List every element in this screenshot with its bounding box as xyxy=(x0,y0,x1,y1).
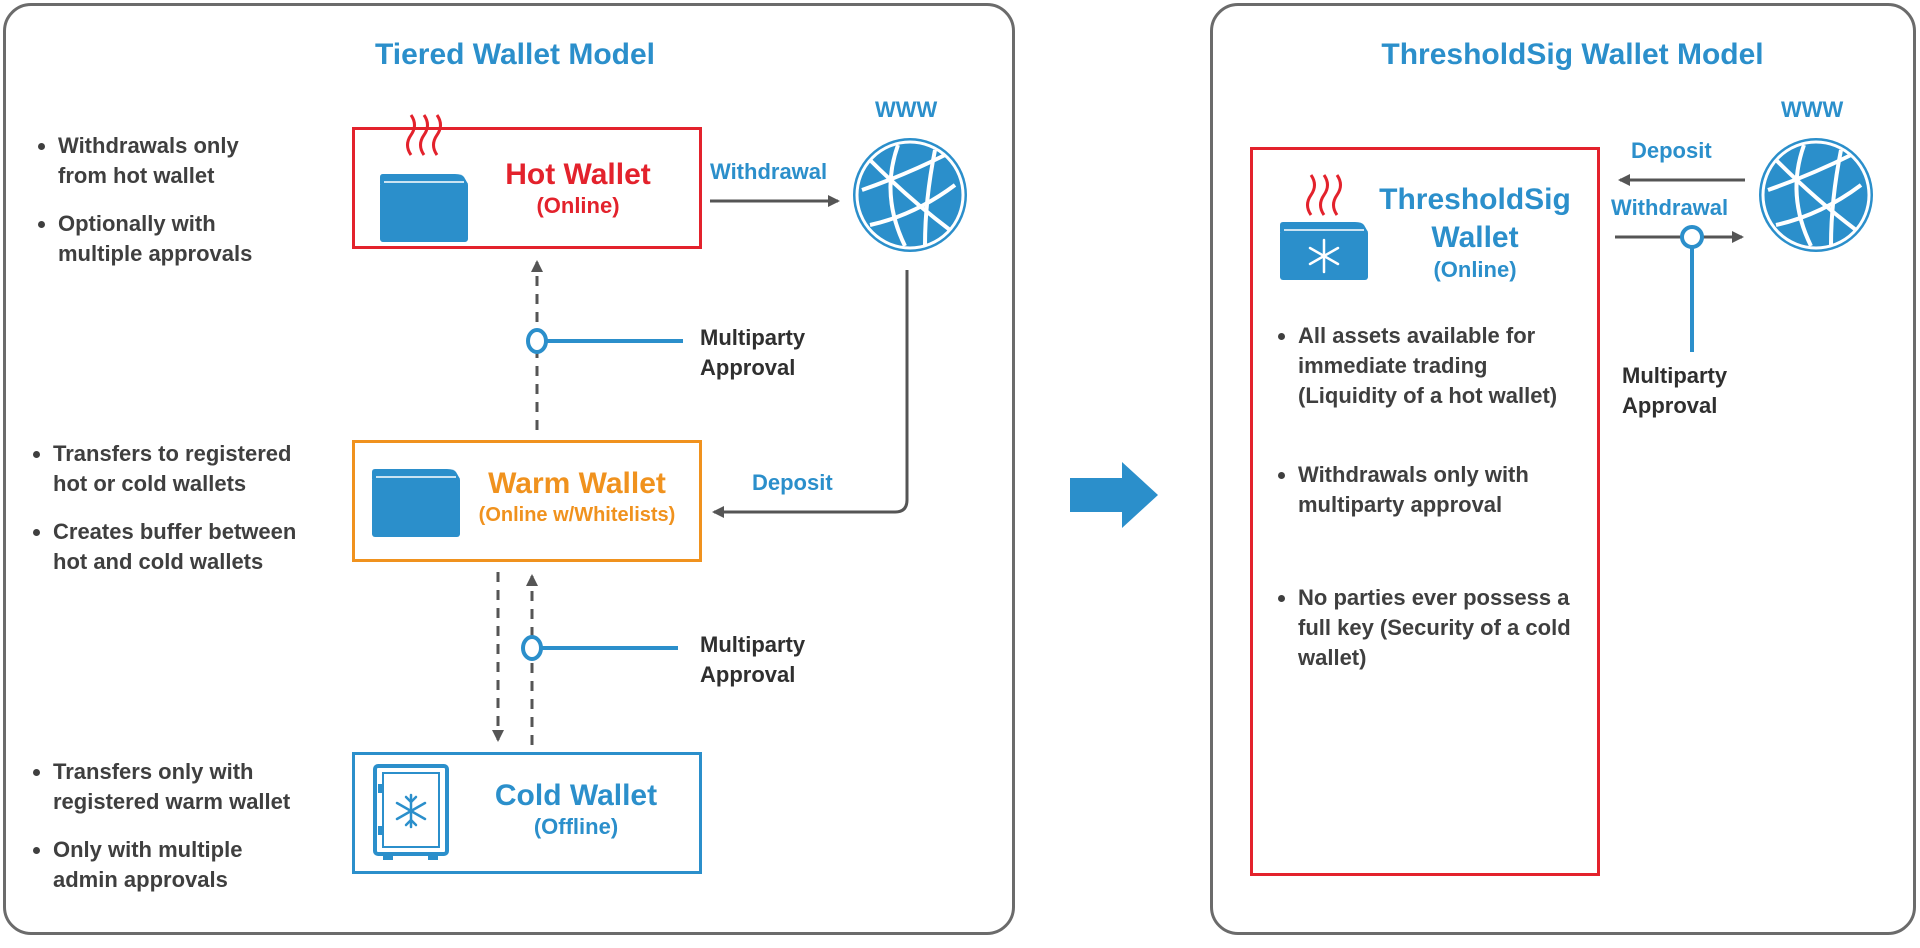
threshold-deposit-label: Deposit xyxy=(1631,138,1712,163)
threshold-withdrawal-label: Withdrawal xyxy=(1611,195,1729,220)
globe-icon xyxy=(1759,138,1873,252)
deposit-arrow xyxy=(712,270,909,518)
thresholdsig-wallet-sub: (Online) xyxy=(1433,257,1517,282)
multiparty-approval-label: Multiparty Approval xyxy=(1622,361,1727,421)
thresholdsig-wallet-title2: Wallet xyxy=(1431,221,1519,254)
thresholdsig-wallet-title1: ThresholdSig xyxy=(1379,183,1571,216)
approval-line1: Multiparty xyxy=(700,632,806,657)
warm-wallet-title: Warm Wallet xyxy=(488,467,666,500)
warm-wallet-name: Warm Wallet (Online w/Whitelists) xyxy=(462,467,692,529)
warm-wallet-sub: (Online w/Whitelists) xyxy=(478,504,676,526)
arrow-right-icon xyxy=(1070,462,1158,528)
approval-line2: Approval xyxy=(700,662,796,687)
withdrawal-label: Withdrawal xyxy=(710,159,828,184)
www-label: WWW xyxy=(875,97,938,122)
approval-line1: Multiparty xyxy=(700,325,806,350)
cold-wallet-name: Cold Wallet (Offline) xyxy=(476,779,676,841)
folder-steam-snowflake-icon xyxy=(1280,174,1368,280)
tiered-title: Tiered Wallet Model xyxy=(374,38,656,71)
multiparty-approval-label: Multiparty Approval xyxy=(700,323,805,383)
approval-line2: Approval xyxy=(700,355,796,380)
hot-wallet-name: Hot Wallet (Online) xyxy=(478,158,678,220)
folder-icon xyxy=(372,469,460,537)
thresholdsig-wallet-name: ThresholdSig Wallet (Online) xyxy=(1365,180,1585,284)
cold-wallet-sub: (Offline) xyxy=(533,814,619,839)
hot-wallet-sub: (Online) xyxy=(536,193,620,218)
cold-wallet-title: Cold Wallet xyxy=(494,779,658,812)
globe-icon xyxy=(853,138,967,252)
safe-snowflake-icon xyxy=(373,764,449,860)
www-label: WWW xyxy=(1781,97,1844,122)
deposit-label: Deposit xyxy=(752,470,833,495)
approval-line2: Approval xyxy=(1622,393,1718,418)
hot-wallet-title: Hot Wallet xyxy=(505,158,651,191)
approval-line1: Multiparty xyxy=(1622,363,1728,388)
thresholdsig-title: ThresholdSig Wallet Model xyxy=(1381,38,1764,71)
folder-steam-icon xyxy=(380,114,468,242)
multiparty-approval-label: Multiparty Approval xyxy=(700,630,805,690)
